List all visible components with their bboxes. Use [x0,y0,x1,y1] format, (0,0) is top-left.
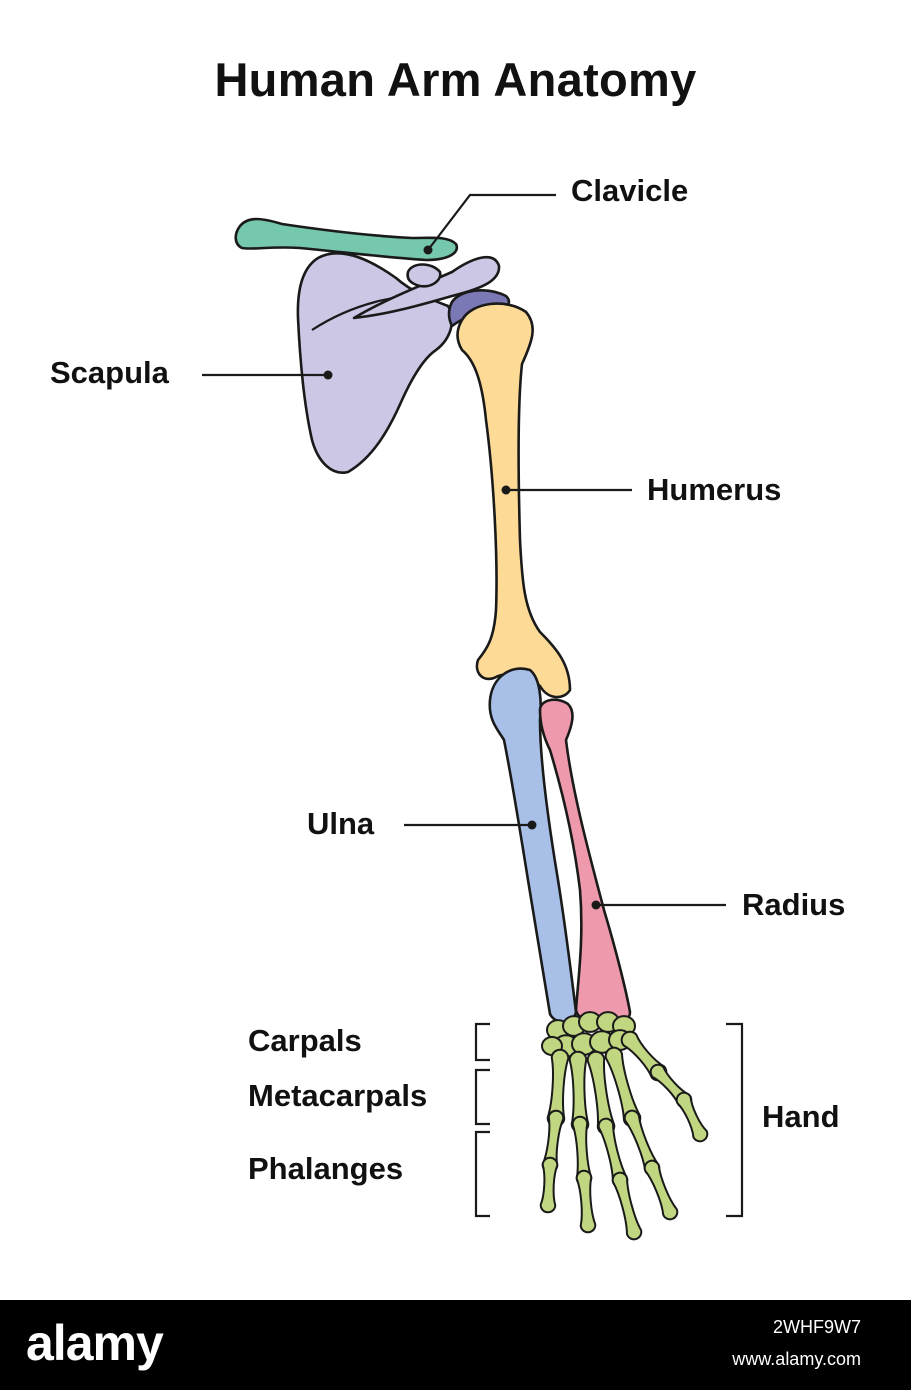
arm-skeleton-illustration [202,193,744,1241]
leader-dot-scapula [323,370,333,380]
leader-dot-radius [591,900,601,910]
finger-1-bone-3 [539,1156,559,1214]
finger-3-bone-3 [611,1171,643,1241]
watermark-footer: alamy 2WHF9W7 www.alamy.com [0,1300,911,1390]
bracket-phalanges [474,1130,490,1218]
acromion [352,256,501,320]
label-ulna: Ulna [307,806,375,841]
label-scapula: Scapula [50,355,169,390]
hand-bones [539,1011,709,1241]
brackets [474,1022,744,1218]
finger-2-bone-3-shape [575,1169,597,1234]
label-phalanges: Phalanges [248,1151,404,1186]
finger-1-bone-1 [546,1048,570,1128]
thumb-bone-3-shape [675,1091,709,1143]
finger-4-bone-3 [643,1159,679,1221]
label-humerus: Humerus [647,472,782,507]
diagram-stage: Human Arm Anatomy Clavicle Scapula Humer… [50,53,846,1241]
bracket-hand [726,1022,744,1218]
site-url: www.alamy.com [732,1349,861,1369]
leader-dot-clavicle [423,245,433,255]
finger-1-bone-3-shape [539,1156,559,1214]
coracoid-process [406,263,442,288]
page-title: Human Arm Anatomy [214,53,697,106]
clavicle-bone [234,217,459,262]
label-hand: Hand [762,1099,840,1134]
finger-2-bone-3 [575,1169,597,1234]
humerus-bone [456,302,572,699]
finger-3-bone-3-shape [611,1171,643,1241]
scapula-bone [296,251,454,474]
leader-dot-humerus [501,485,511,495]
label-carpals: Carpals [248,1023,362,1058]
bracket-carpals [474,1022,490,1062]
bracket-metacarpals [474,1068,490,1126]
label-metacarpals: Metacarpals [248,1078,428,1113]
leader-dot-ulna [527,820,537,830]
label-clavicle: Clavicle [571,173,689,208]
label-radius: Radius [742,887,846,922]
alamy-logo: alamy [26,1315,164,1371]
thumb-bone-3 [675,1091,709,1143]
leader-clavicle [427,193,556,251]
finger-1-bone-1-shape [546,1048,570,1128]
image-id: 2WHF9W7 [772,1317,861,1337]
finger-4-bone-3-shape [643,1159,679,1221]
leader-lines [202,193,726,910]
